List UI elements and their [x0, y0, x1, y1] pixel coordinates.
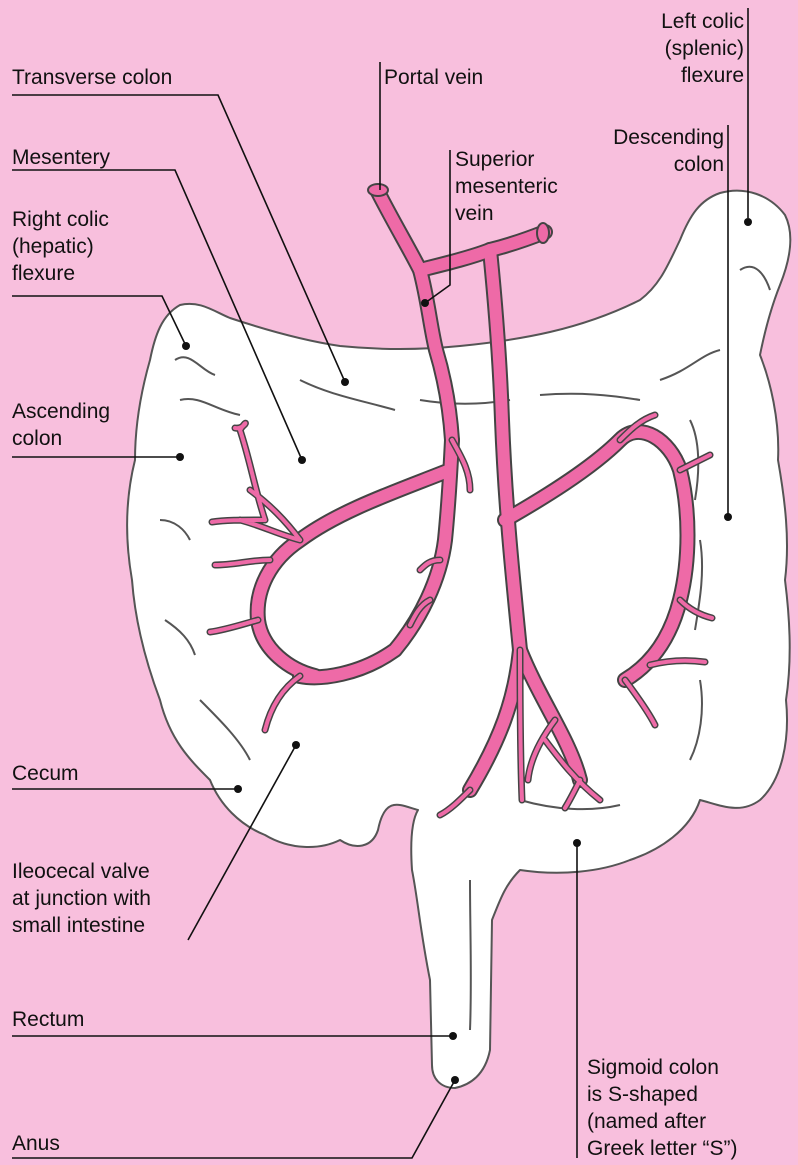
colon-body: [127, 191, 790, 1088]
colon-outline: [127, 191, 790, 1088]
label-rectum: Rectum: [12, 1006, 84, 1033]
label-line: colon: [613, 151, 724, 178]
label-line: Greek letter “S”): [587, 1135, 738, 1162]
label-line: (splenic): [661, 35, 744, 62]
label-line: is S-shaped: [587, 1081, 738, 1108]
label-cecum: Cecum: [12, 760, 79, 787]
label-line: Mesentery: [12, 144, 110, 171]
label-line: Anus: [12, 1130, 60, 1157]
label-line: (hepatic): [12, 233, 109, 260]
label-line: Transverse colon: [12, 64, 172, 91]
label-ascending-colon: Ascending colon: [12, 398, 110, 452]
label-right-colic-flexure: Right colic (hepatic) flexure: [12, 206, 109, 287]
label-line: Portal vein: [384, 64, 483, 91]
label-line: Superior: [455, 146, 558, 173]
label-mesentery: Mesentery: [12, 144, 110, 171]
label-line: Sigmoid colon: [587, 1054, 738, 1081]
label-line: (named after: [587, 1108, 738, 1135]
label-line: Cecum: [12, 760, 79, 787]
label-left-colic-flexure: Left colic (splenic) flexure: [661, 8, 744, 89]
label-superior-mesenteric-vein: Superior mesenteric vein: [455, 146, 558, 227]
label-transverse-colon: Transverse colon: [12, 64, 172, 91]
label-line: colon: [12, 425, 110, 452]
label-line: Left colic: [661, 8, 744, 35]
label-line: flexure: [661, 62, 744, 89]
label-line: Ileocecal valve: [12, 858, 151, 885]
label-line: Descending: [613, 124, 724, 151]
label-line: flexure: [12, 260, 109, 287]
label-line: vein: [455, 200, 558, 227]
label-line: mesenteric: [455, 173, 558, 200]
label-line: Rectum: [12, 1006, 84, 1033]
portal-vein-opening: [368, 184, 388, 196]
label-line: Right colic: [12, 206, 109, 233]
label-line: small intestine: [12, 912, 151, 939]
label-sigmoid-colon: Sigmoid colon is S-shaped (named after G…: [587, 1054, 738, 1162]
label-line: Ascending: [12, 398, 110, 425]
label-line: at junction with: [12, 885, 151, 912]
label-anus: Anus: [12, 1130, 60, 1157]
label-portal-vein: Portal vein: [384, 64, 483, 91]
label-descending-colon: Descending colon: [613, 124, 724, 178]
label-ileocecal-valve: Ileocecal valve at junction with small i…: [12, 858, 151, 939]
